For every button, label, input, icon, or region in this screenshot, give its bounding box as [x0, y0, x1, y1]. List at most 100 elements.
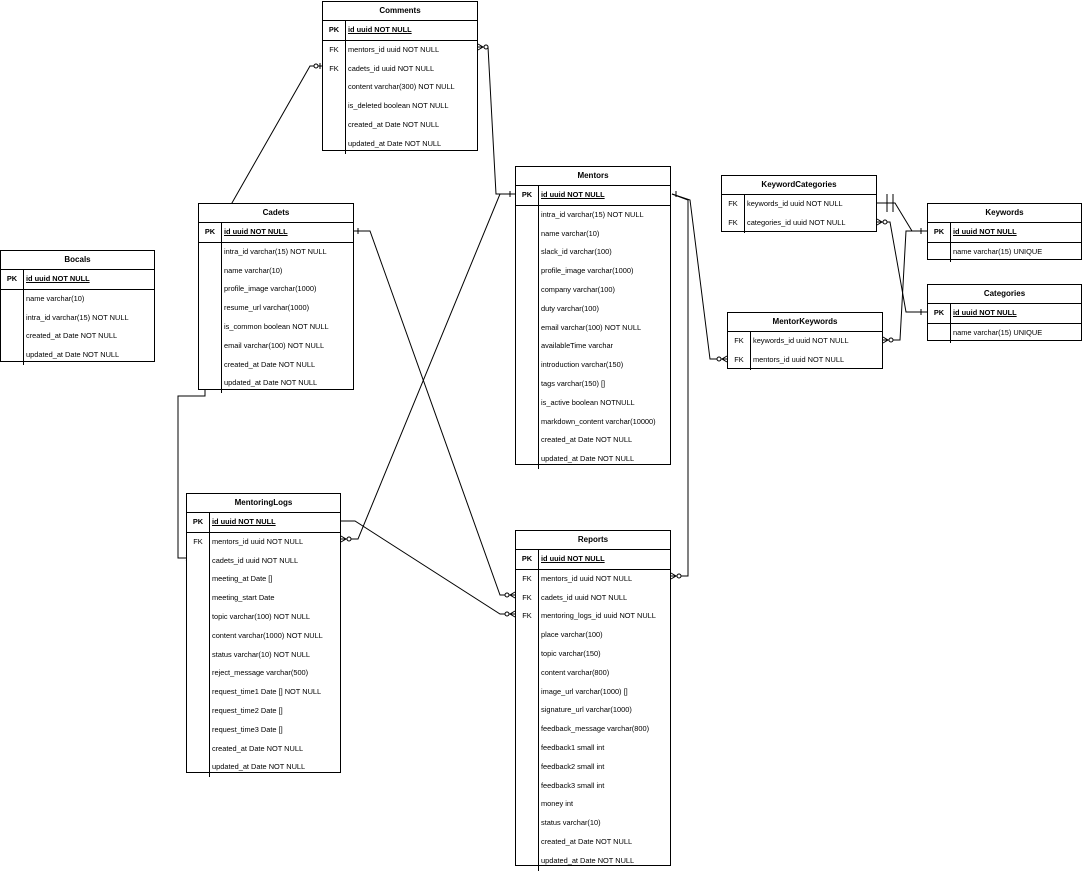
key-badge: FK — [329, 44, 339, 54]
field-row[interactable]: feedback1 small int — [516, 738, 670, 758]
field-row[interactable]: updated_at Date NOT NULL — [516, 851, 670, 871]
field-row[interactable]: place varchar(100) — [516, 626, 670, 645]
field-label: updated_at Date NOT NULL — [209, 758, 305, 778]
field-row[interactable]: created_at Date NOT NULL — [199, 355, 353, 375]
field-row[interactable]: updated_at Date NOT NULL — [1, 346, 154, 365]
field-row[interactable]: profile_image varchar(1000) — [516, 262, 670, 281]
field-label: profile_image varchar(1000) — [221, 280, 316, 300]
field-row[interactable]: content varchar(1000) NOT NULL — [187, 626, 340, 646]
field-row[interactable]: intra_id varchar(15) NOT NULL — [1, 308, 154, 328]
field-row[interactable]: introduction varchar(150) — [516, 356, 670, 375]
field-row[interactable]: tags varchar(150) [] — [516, 374, 670, 394]
field-row[interactable]: email varchar(100) NOT NULL — [199, 336, 353, 356]
field-row[interactable]: updated_at Date NOT NULL — [199, 374, 353, 394]
field-label: cadets_id uuid NOT NULL — [538, 588, 627, 608]
field-label: status varchar(10) — [538, 814, 601, 833]
table-title: Reports — [516, 531, 670, 550]
field-row[interactable]: company varchar(100) — [516, 280, 670, 300]
field-row[interactable]: availableTime varchar — [516, 337, 670, 357]
field-row[interactable]: slack_id varchar(100) — [516, 243, 670, 263]
field-label: created_at Date NOT NULL — [23, 327, 117, 347]
field-row[interactable]: topic varchar(100) NOT NULL — [187, 607, 340, 627]
field-row[interactable]: created_at Date NOT NULL — [1, 327, 154, 347]
key-badge: PK — [192, 517, 204, 526]
field-row[interactable]: intra_id varchar(15) NOT NULL — [516, 205, 670, 225]
field-label: topic varchar(100) NOT NULL — [209, 607, 310, 627]
field-row[interactable]: resume_url varchar(1000) — [199, 299, 353, 318]
field-row[interactable]: meeting_at Date [] — [187, 570, 340, 590]
field-row[interactable]: intra_id varchar(15) NOT NULL — [199, 242, 353, 262]
key-badge: FK — [728, 199, 738, 208]
field-row[interactable]: signature_url varchar(1000) — [516, 701, 670, 721]
field-row[interactable]: status varchar(10) NOT NULL — [187, 645, 340, 665]
field-row[interactable]: status varchar(10) — [516, 814, 670, 833]
field-row[interactable]: request_time3 Date [] — [187, 720, 340, 740]
field-label: name varchar(15) UNIQUE — [950, 242, 1042, 262]
field-row[interactable]: image_url varchar(1000) [] — [516, 682, 670, 702]
key-badge: FK — [734, 336, 744, 345]
field-row[interactable]: content varchar(300) NOT NULL — [323, 78, 477, 98]
field-row[interactable]: updated_at Date NOT NULL — [516, 450, 670, 469]
field-row[interactable]: duty varchar(100) — [516, 299, 670, 319]
field-row[interactable]: feedback_message varchar(800) — [516, 720, 670, 739]
field-row[interactable]: created_at Date NOT NULL — [516, 832, 670, 852]
field-row[interactable]: name varchar(15) UNIQUE — [928, 242, 1081, 262]
field-row[interactable]: topic varchar(150) — [516, 644, 670, 664]
field-row[interactable]: name varchar(10) — [516, 224, 670, 244]
field-row[interactable]: name varchar(10) — [1, 289, 154, 309]
field-row[interactable]: email varchar(100) NOT NULL — [516, 318, 670, 338]
field-row[interactable]: updated_at Date NOT NULL — [187, 758, 340, 778]
field-row[interactable]: is_common boolean NOT NULL — [199, 317, 353, 337]
field-row[interactable]: request_time1 Date [] NOT NULL — [187, 683, 340, 702]
field-row[interactable]: profile_image varchar(1000) — [199, 280, 353, 300]
field-row[interactable]: name varchar(10) — [199, 261, 353, 281]
field-row[interactable]: created_at Date NOT NULL — [516, 431, 670, 451]
field-row[interactable]: meeting_start Date — [187, 589, 340, 608]
field-row[interactable]: created_at Date NOT NULL — [187, 739, 340, 759]
field-label: feedback1 small int — [538, 738, 604, 758]
field-row[interactable]: created_at Date NOT NULL — [323, 115, 477, 135]
field-row[interactable]: is_deleted boolean NOT NULL — [323, 97, 477, 116]
field-row[interactable]: reject_message varchar(500) — [187, 664, 340, 684]
field-row[interactable]: content varchar(800) — [516, 663, 670, 683]
field-row[interactable]: request_time2 Date [] — [187, 701, 340, 721]
field-label: id uuid NOT NULL — [538, 550, 605, 569]
field-row[interactable]: name varchar(15) UNIQUE — [928, 323, 1081, 343]
field-row[interactable]: money int — [516, 795, 670, 815]
field-row[interactable]: updated_at Date NOT NULL — [323, 134, 477, 154]
field-label: duty varchar(100) — [538, 299, 599, 319]
field-row[interactable]: feedback2 small int — [516, 757, 670, 777]
field-row[interactable]: cadets_id uuid NOT NULL — [187, 551, 340, 571]
field-row[interactable]: is_active boolean NOTNULL — [516, 393, 670, 413]
field-row[interactable]: markdown_content varchar(10000) — [516, 412, 670, 432]
field-row[interactable]: feedback3 small int — [516, 776, 670, 796]
